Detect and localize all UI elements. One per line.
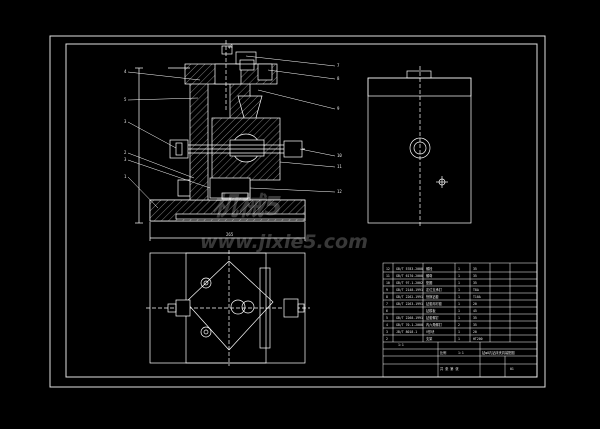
bom-cell-qty: 1 [458,316,460,320]
dimension-bottom: 265 [226,232,234,237]
bom-cell-mat: 35 [473,274,477,278]
watermark-url: www.jixie5.com [200,231,368,253]
bom-cell-code: GB/T 2148-1991 [396,288,423,292]
bom-cell-mat: T8A [473,288,479,292]
bom-cell-mat: 35 [473,281,477,285]
bom-cell-no: 6 [386,309,388,313]
bom-cell-mat: 35 [473,323,477,327]
callout-9: 9 [337,106,340,111]
bom-cell-qty: 1 [458,309,460,313]
bom-cell-no: 2 [386,337,388,341]
bom-cell-code: GB/T 2262-1991 [396,295,423,299]
bom-cell-code: GB/T 5783-2000 [396,267,423,271]
callout-12: 12 [337,189,342,194]
bom-cell-code: JB/T 8018.1 [396,330,417,334]
sheet-label: 共 张 第 张 [440,366,459,371]
bom-cell-code: GB/T 97.1-2002 [396,281,423,285]
bom-cell-no: 12 [386,267,390,271]
bom-cell-qty: 1 [458,274,460,278]
bom-cell-qty: 1 [458,330,460,334]
bom-cell-mat: 20 [473,302,477,306]
bom-cell-no: 5 [386,316,388,320]
bom-cell-name: 螺母 [426,273,432,278]
bom-cell-name: 钻套螺钉 [426,315,440,320]
bom-cell-qty: 1 [458,337,460,341]
callout-11: 11 [337,164,342,169]
bom-cell-no: 11 [386,274,390,278]
bom-cell-name: 快换钻套 [426,294,440,299]
bom-cell-code: GB/T 2263-1991 [396,302,423,306]
callout-labels: 4 5 3 2 3 1 7 8 9 10 11 12 φ8 265 [124,44,342,237]
bom-cell-qty: 1 [458,288,460,292]
bom-cell-name: 垫圈 [426,280,432,285]
bom-cell-name: 定位支承钉 [426,287,443,292]
bom-cell-name: 支架 [426,336,433,341]
scale-note: 1:1 [398,343,404,347]
bom-cell-mat: T10A [473,295,481,299]
bom-cell-code: GB/T 2268-1991 [396,316,423,320]
scale-value: 1:1 [458,351,464,355]
bom-cell-no: 10 [386,281,390,285]
bom-cell-code: GB/T 70.1-2000 [396,323,423,327]
bom-cell-name: 钻套用衬套 [426,301,443,306]
callout-3b: 3 [124,157,127,162]
front-view [135,40,306,241]
bom-cell-qty: 1 [458,302,460,306]
bom-cell-name: 钻模板 [426,308,436,313]
scale-label: 比例 [440,350,446,355]
top-view [146,250,310,366]
bom-cell-mat: 35 [473,316,477,320]
callout-4: 4 [124,69,127,74]
side-view [367,66,472,226]
bom-cell-mat: 20 [473,330,477,334]
watermark-logo: 机械5 [212,192,282,222]
title-text: 比例 1:1 钻φ8孔钻床夹具装配图 共 张 第 张 01 1:1 [398,343,515,371]
callout-7: 7 [337,63,340,68]
callout-1: 1 [124,174,127,179]
bom-cell-no: 8 [386,295,388,299]
bom-cell-no: 7 [386,302,388,306]
bom-cell-qty: 1 [458,281,460,285]
bom-cell-qty: 2 [458,323,460,327]
bom-cell-no: 9 [386,288,388,292]
bom-cell-name: V形块 [426,329,435,334]
callout-leaders-right [245,55,336,193]
bom-cell-no: 3 [386,330,388,334]
bom-cell-qty: 1 [458,267,460,271]
bom-cell-no: 4 [386,323,388,327]
callout-3a: 3 [124,119,127,124]
callout-5: 5 [124,97,127,102]
callout-leaders-left [127,71,211,209]
inner-frame [65,43,538,378]
bom-cell-code: GB/T 6170-2000 [396,274,423,278]
bom-cell-mat: 35 [473,267,477,271]
drawing-title: 钻φ8孔钻床夹具装配图 [482,350,515,355]
bom-cell-mat: 45 [473,309,477,313]
bom-cell-name: 内六角螺钉 [426,322,443,327]
bom-cell-qty: 1 [458,295,460,299]
dimension-top: φ8 [228,44,233,49]
callout-8: 8 [337,76,340,81]
bom-cell-name: 螺栓 [426,266,433,271]
drawing-no: 01 [510,367,514,371]
outer-frame [49,35,546,388]
callout-10: 10 [337,153,342,158]
callout-2: 2 [124,150,127,155]
bom-cell-mat: HT200 [473,337,483,341]
title-block [382,262,538,378]
